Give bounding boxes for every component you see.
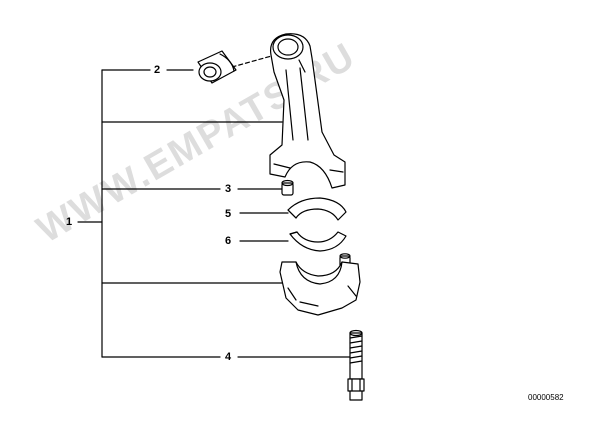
lower-bearing-shell-part bbox=[289, 231, 347, 252]
callout-4: 4 bbox=[225, 351, 232, 363]
callout-2: 2 bbox=[154, 64, 161, 76]
callout-1: 1 bbox=[66, 216, 73, 228]
dowel-sleeve-part bbox=[281, 179, 294, 196]
callout-3: 3 bbox=[225, 183, 232, 195]
callout-6: 6 bbox=[225, 235, 232, 247]
upper-bearing-shell-part bbox=[287, 197, 347, 221]
catalog-number: 00000582 bbox=[528, 393, 564, 402]
callout-5: 5 bbox=[225, 208, 232, 220]
connecting-rod-part bbox=[269, 33, 346, 189]
rod-bolt-part bbox=[347, 329, 365, 401]
bushing-part bbox=[197, 50, 237, 84]
rod-cap-part bbox=[279, 261, 361, 316]
group-bracket bbox=[77, 54, 351, 358]
